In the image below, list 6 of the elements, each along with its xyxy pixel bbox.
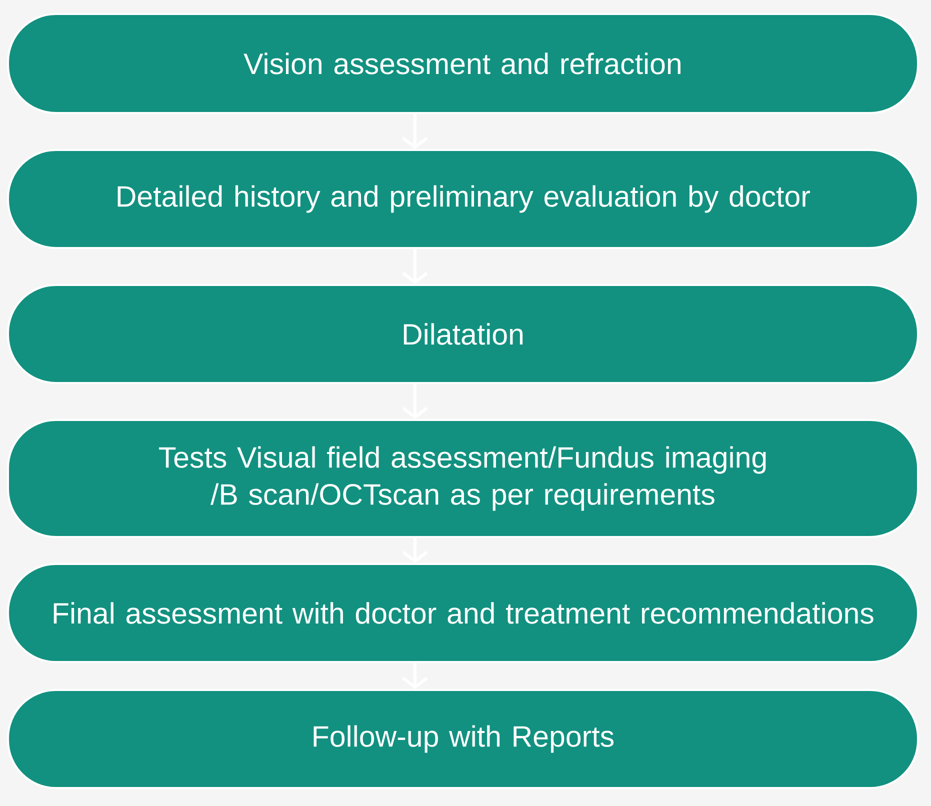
process-box: Tests Visual field assessment/Fundus imaging /B scan/OCTscan as per requirements <box>7 419 919 538</box>
process-box: Detailed history and preliminary evaluation by doctor <box>7 149 919 249</box>
process-box: Dilatation <box>7 284 919 384</box>
process-box: Follow-up with Reports <box>7 689 919 789</box>
process-box: Final assessment with doctor and treatment recommendations <box>7 563 919 663</box>
process-box: Vision assessment and refraction <box>7 13 919 114</box>
